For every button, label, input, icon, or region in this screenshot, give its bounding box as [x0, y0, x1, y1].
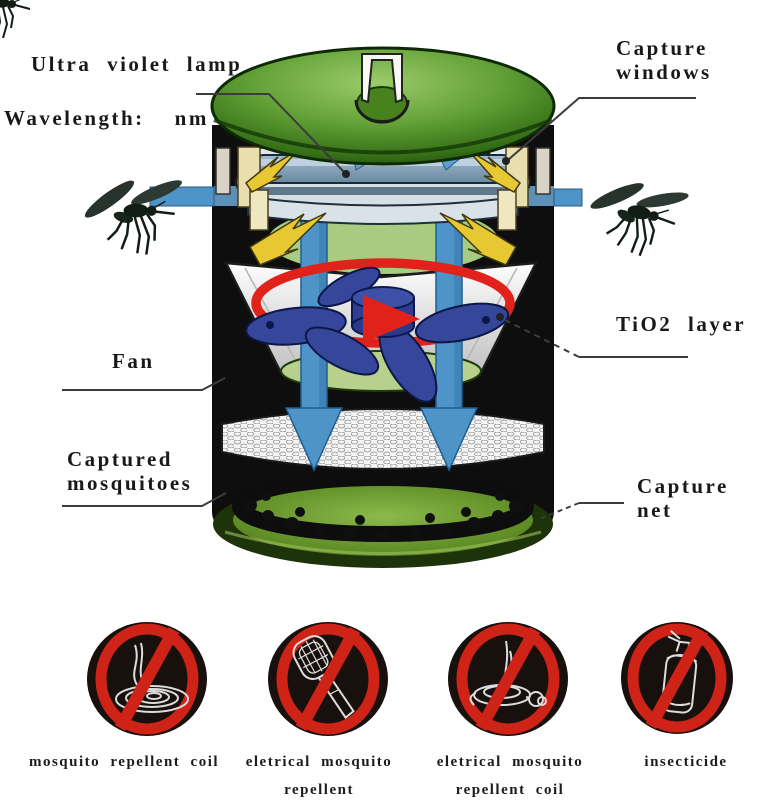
mosquito-left	[76, 167, 195, 264]
mosquito-right	[582, 172, 693, 261]
lightning-bolt-icon	[244, 149, 299, 193]
capture-net-line2: net	[637, 498, 673, 522]
rotation-arrow-head	[363, 295, 420, 343]
no-electric-vaporizer-sign	[448, 622, 568, 736]
hanger-hook	[354, 53, 410, 124]
wavelength-unit: nm	[174, 106, 209, 130]
airflow-arrow-right	[553, 188, 583, 207]
base-captured-mosquitoes	[213, 470, 553, 568]
caption-line: repellent coil	[455, 782, 565, 798]
no-electric-swatter-sign	[268, 622, 388, 736]
capture-net-mesh	[221, 408, 545, 470]
lightning-bolt-icon	[467, 149, 522, 193]
label-fan: Fan	[112, 349, 155, 373]
capture-windows-line2: windows	[616, 60, 712, 84]
leader-fan	[62, 377, 226, 391]
fan-blades	[245, 266, 510, 403]
lightning-bolt-icon	[439, 212, 518, 266]
leader-uv-lamp	[196, 93, 345, 173]
capture-windows-line1: Capture	[616, 36, 708, 60]
caption-electric-vaporizer: eletrical mosquito repellent coil	[437, 748, 584, 800]
wavelength-text: Wavelength:	[4, 106, 145, 130]
lamp-end-posts	[215, 146, 551, 231]
captured-line1: Captured	[67, 447, 173, 471]
leader-capture-windows	[507, 97, 696, 161]
leader-captured	[62, 492, 227, 507]
no-mosquito-coil-sign	[87, 622, 207, 736]
label-wavelength: Wavelength: nm	[4, 106, 209, 130]
caption-electric-swatter: eletrical mosquito repellent	[246, 748, 393, 800]
leader-lines	[62, 93, 696, 521]
label-capture-windows: Capture windows	[616, 36, 712, 84]
lightning-bolt-icon	[248, 212, 327, 266]
uv-lamp-text: Ultra violet lamp	[31, 52, 243, 76]
caption-line: mosquito repellent coil	[28, 754, 220, 770]
caption-line: eletrical mosquito	[436, 754, 584, 770]
tio2-text: TiO2 layer	[616, 312, 747, 336]
capture-net-line1: Capture	[637, 474, 729, 498]
caption-mosquito-coil: mosquito repellent coil	[29, 748, 219, 776]
no-insecticide-sign	[621, 622, 733, 734]
uv-lamp-tube-lower	[247, 195, 519, 225]
fan-text: Fan	[112, 349, 155, 373]
label-tio2: TiO2 layer	[616, 312, 746, 336]
fan-assembly	[245, 258, 515, 403]
caption-line: eletrical mosquito	[245, 754, 393, 770]
label-capture-net: Capture net	[637, 474, 729, 522]
label-captured-mosquitoes: Captured mosquitoes	[67, 447, 192, 495]
mosquito-icon	[0, 0, 31, 39]
label-uv-lamp: Ultra violet lamp	[31, 52, 242, 76]
lightning-bolts	[244, 149, 522, 266]
caption-insecticide: insecticide	[644, 748, 727, 776]
trap-device	[149, 46, 583, 568]
captured-line2: mosquitoes	[67, 471, 193, 495]
caption-line: insecticide	[644, 754, 728, 770]
caption-line: repellent	[284, 782, 354, 798]
